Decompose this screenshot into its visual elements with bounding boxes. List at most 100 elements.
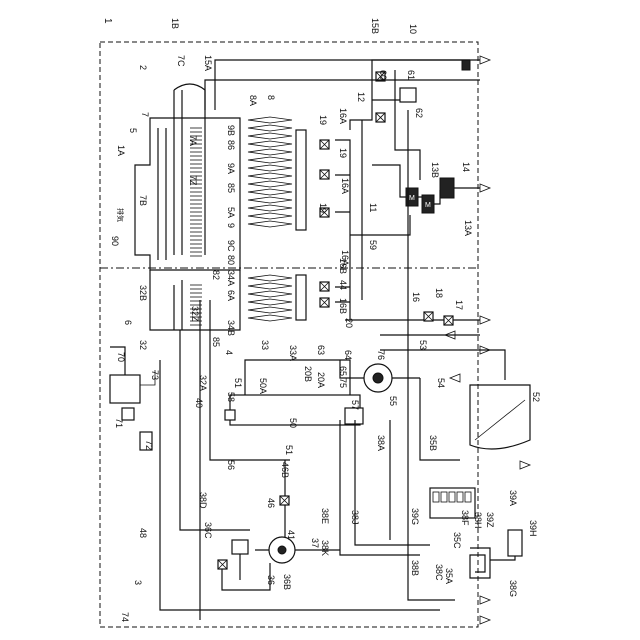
label-l15A: 15A [203, 55, 213, 71]
label-l46: 46 [266, 498, 276, 508]
label-l7C: 7C [176, 55, 186, 67]
gas-control-valve-14 [440, 178, 454, 198]
label-l64: 64 [343, 350, 353, 360]
label-l36B: 36B [282, 574, 292, 590]
burner [248, 117, 292, 123]
arrow-icon [480, 56, 490, 64]
label-l58: 58 [226, 392, 236, 402]
tank-hatch [475, 400, 525, 440]
label-exhaust: 排気 [116, 208, 125, 222]
arrow-icon [480, 316, 490, 324]
burner [248, 157, 292, 163]
label-l44: 44 [338, 280, 348, 290]
label-l50A: 50A [258, 378, 268, 394]
label-l1: 1 [102, 18, 113, 24]
gas-branch-lines [335, 140, 350, 320]
label-l38F: 38F [460, 510, 470, 526]
valve-icon [218, 560, 227, 569]
label-l4: 4 [224, 350, 234, 355]
label-l38G: 38G [508, 580, 518, 597]
label-l40: 40 [194, 398, 204, 408]
label-l38J: 38J [350, 510, 360, 525]
burner [248, 291, 292, 297]
burner [248, 307, 292, 313]
burner-group [248, 117, 292, 227]
coil-39Z [470, 548, 490, 578]
label-l16A_a: 16A [338, 108, 348, 124]
label-l18: 18 [434, 288, 444, 298]
label-l1A: 1A [116, 145, 126, 156]
label-l20A: 20A [316, 372, 326, 388]
label-l16A_b: 16A [340, 178, 350, 194]
valve-icon [320, 170, 329, 179]
valve-icon [320, 140, 329, 149]
label-l3: 3 [133, 580, 143, 585]
burner [248, 149, 292, 155]
label-l51_a: 51 [233, 378, 243, 388]
label-l39A: 39A [508, 490, 518, 506]
svg-text:M: M [425, 202, 431, 209]
arrow-icon [450, 374, 460, 382]
burner [248, 165, 292, 171]
label-l1B: 1B [170, 18, 180, 29]
label-l82: 82 [211, 270, 221, 280]
label-l35C: 35C [452, 532, 462, 549]
arrow-icon [480, 596, 490, 604]
label-l7B: 7B [138, 195, 148, 206]
label-l15B: 15B [370, 18, 380, 34]
line-54 [380, 350, 505, 380]
label-l13B: 13B [430, 162, 440, 178]
label-l9_a: 9 [226, 223, 236, 228]
label-l38A: 38A [376, 435, 386, 451]
label-l8: 8 [266, 95, 276, 100]
line-35B-link [420, 378, 460, 460]
label-l33A: 33A [288, 345, 298, 361]
label-l55: 55 [388, 396, 398, 406]
burner [248, 173, 292, 179]
label-l37: 37 [310, 538, 320, 548]
label-l90: 90 [110, 236, 120, 246]
label-l56: 56 [226, 460, 236, 470]
label-l41: 41 [286, 530, 296, 540]
valve-icon [320, 282, 329, 291]
label-l75: 75 [338, 378, 348, 388]
label-l16B_b: 16B [338, 298, 348, 314]
sensor-58 [225, 410, 235, 420]
label-l46B: 46B [280, 462, 290, 478]
label-l86: 86 [226, 140, 236, 150]
label-l85_b: 85 [211, 337, 221, 347]
label-l52: 52 [531, 392, 541, 402]
burner-group-lower [248, 275, 292, 321]
label-l12: 12 [356, 92, 366, 102]
label-l61: 61 [406, 70, 416, 80]
label-l33: 33 [260, 340, 270, 350]
label-l9A: 9A [226, 163, 236, 174]
label-l7: 7 [140, 112, 150, 117]
label-l70: 70 [116, 352, 126, 362]
label-l53: 53 [418, 340, 428, 350]
label-l62: 62 [414, 108, 424, 118]
heat-exchanger-tubes [158, 90, 182, 260]
label-l17: 17 [454, 300, 464, 310]
arrow-icon [520, 461, 530, 469]
burner [248, 141, 292, 147]
label-l48: 48 [138, 528, 148, 538]
label-l32: 32 [138, 340, 148, 350]
control-unit-70 [110, 375, 140, 403]
valve-icon [320, 298, 329, 307]
burner [248, 189, 292, 195]
label-l5: 5 [128, 128, 138, 133]
box-57 [345, 408, 363, 424]
pump-hub [373, 373, 383, 383]
component-39H [508, 530, 522, 556]
label-l54: 54 [436, 378, 446, 388]
pump-hub-37 [278, 546, 286, 554]
label-l76: 76 [376, 350, 386, 360]
pipe-38J [355, 420, 430, 545]
label-l74: 74 [120, 612, 130, 622]
label-l35A: 35A [444, 568, 454, 584]
valve-icon [444, 316, 453, 325]
label-l73: 73 [150, 370, 160, 380]
burner [248, 181, 292, 187]
